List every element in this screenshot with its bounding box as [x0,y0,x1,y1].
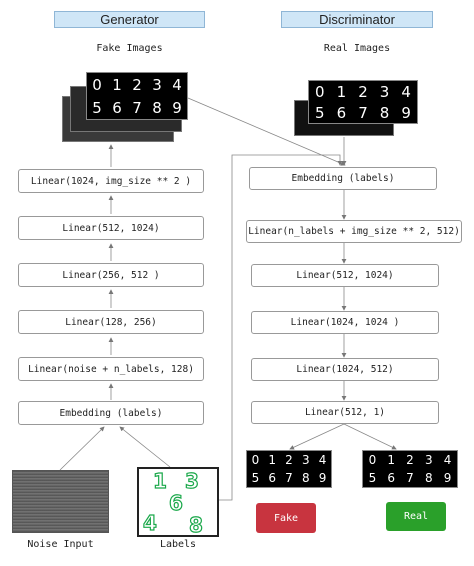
fake-output-digit: 6 [268,470,277,485]
fake-output-digit: 3 [301,452,310,467]
fake-output-digit: 2 [285,452,293,467]
fake-output-digit: 8 [301,470,310,485]
labels-caption: Labels [159,539,197,550]
real-digit: 0 [315,82,325,101]
discriminator-layer-linear-1024-1024: Linear(1024, 1024 ) [251,311,439,334]
generator-layer-linear-1024-img: Linear(1024, img_size ** 2 ) [18,169,204,193]
fake-digit: 7 [132,98,142,117]
fake-digit: 9 [172,98,182,117]
fake-verdict-label: Fake [256,503,316,533]
label-digit: 8 [188,512,203,537]
fake-image-grid: 0 1 2 3 4 5 6 7 8 9 [86,72,188,120]
fake-output-digit: 9 [318,470,327,485]
generator-layer-embedding: Embedding (labels) [18,401,204,425]
discriminator-header: Discriminator [281,11,433,28]
real-digit: 5 [315,103,325,122]
real-digit: 6 [336,103,347,122]
real-output-digit: 4 [443,452,452,467]
labels-image: 1 3 6 4 8 [137,467,219,538]
label-digit: 6 [168,490,183,515]
fake-output-grid: 0 1 2 3 4 5 6 7 8 9 [246,450,332,488]
discriminator-layer-embedding: Embedding (labels) [249,167,437,190]
generator-layer-linear-512-1024: Linear(512, 1024) [18,216,204,240]
discriminator-layer-linear-512-1024: Linear(512, 1024) [251,264,439,287]
fake-digit: 1 [112,75,122,94]
generator-layer-linear-128-256: Linear(128, 256) [18,310,204,334]
fake-output-digit: 7 [285,470,293,485]
real-images-caption: Real Images [323,43,391,54]
fake-digit: 6 [112,98,122,117]
fake-output-digit: 1 [268,452,277,467]
real-output-grid: 0 1 2 3 4 5 6 7 8 9 [362,450,458,488]
real-digit: 3 [379,82,390,101]
discriminator-layer-linear-512-1: Linear(512, 1) [251,401,439,424]
discriminator-layer-linear-nlabels: Linear(n_labels + img_size ** 2, 512) [246,220,462,243]
fake-digit: 4 [172,75,182,94]
fake-digit: 0 [92,75,102,94]
real-digit: 7 [358,103,368,122]
real-output-digit: 3 [424,452,433,467]
noise-input-image [12,470,109,533]
fake-digit: 3 [152,75,162,94]
generator-layer-linear-256-512: Linear(256, 512 ) [18,263,204,287]
generator-layer-linear-noise: Linear(noise + n_labels, 128) [18,357,204,381]
real-verdict-label: Real [386,502,446,531]
real-output-digit: 2 [406,452,414,467]
real-digit: 9 [401,103,411,122]
real-digit: 8 [379,103,390,122]
fake-digit: 8 [152,98,162,117]
real-output-digit: 0 [368,452,377,467]
real-output-digit: 5 [368,470,377,485]
real-output-digit: 8 [424,470,433,485]
fake-digit: 2 [132,75,142,94]
noise-input-caption: Noise Input [27,539,94,550]
fake-output-digit: 5 [251,470,260,485]
real-digit: 1 [336,82,347,101]
real-output-digit: 6 [387,470,396,485]
real-output-digit: 7 [406,470,414,485]
real-output-digit: 1 [387,452,396,467]
generator-header: Generator [54,11,205,28]
real-output-digit: 9 [443,470,452,485]
fake-images-caption: Fake Images [96,43,163,54]
real-digit: 4 [401,82,411,101]
label-digit: 3 [184,468,199,493]
fake-digit: 5 [92,98,102,117]
fake-output-digit: 0 [251,452,260,467]
fake-output-digit: 4 [318,452,327,467]
label-digit: 4 [142,510,157,535]
label-digit: 1 [152,468,167,493]
real-image-grid: 0 1 2 3 4 5 6 7 8 9 [308,80,418,124]
real-digit: 2 [358,82,368,101]
discriminator-layer-linear-1024-512: Linear(1024, 512) [251,358,439,381]
